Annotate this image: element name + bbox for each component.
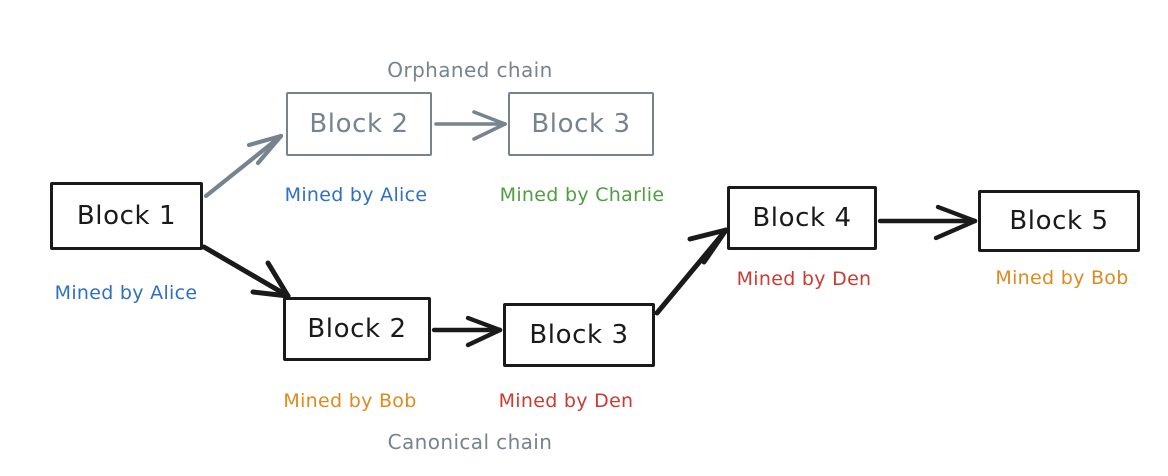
arrow-canonical-block2-to-block3	[431, 315, 503, 348]
arrow-block1-to-canonical-block2	[201, 244, 291, 299]
block-node-canonical-block-3[interactable]: Block 3	[503, 303, 655, 367]
canonical-chain-label: Canonical chain	[387, 430, 553, 454]
block-label: Block 3	[529, 320, 629, 350]
miner-label-block-1: Mined by Alice	[54, 282, 198, 304]
block-node-canonical-block-5[interactable]: Block 5	[978, 190, 1140, 252]
block-label: Block 5	[1009, 206, 1109, 236]
block-node-orphan-block-2[interactable]: Block 2	[286, 92, 432, 156]
block-node-canonical-block-4[interactable]: Block 4	[727, 186, 877, 250]
block-node-orphan-block-3[interactable]: Block 3	[508, 92, 654, 156]
block-label: Block 2	[309, 109, 409, 139]
block-label: Block 3	[531, 109, 631, 139]
block-label: Block 4	[752, 203, 852, 233]
block-label: Block 1	[76, 201, 177, 231]
orphaned-chain-label: Orphaned chain	[387, 58, 553, 82]
miner-label-orphan-block-2: Mined by Alice	[284, 184, 428, 206]
arrow-orphan-block2-to-orphan-block3	[434, 110, 507, 141]
arrow-block1-to-orphan-block2	[203, 133, 284, 199]
block-node-canonical-block-2[interactable]: Block 2	[283, 297, 431, 361]
arrow-canonical-block3-to-block4	[654, 227, 729, 316]
block-node-block-1[interactable]: Block 1	[50, 182, 203, 250]
miner-label-canonical-block-3: Mined by Den	[498, 390, 634, 412]
miner-label-orphan-block-3: Mined by Charlie	[499, 184, 665, 206]
miner-label-canonical-block-5: Mined by Bob	[995, 267, 1129, 289]
miner-label-canonical-block-4: Mined by Den	[736, 268, 872, 290]
arrow-canonical-block4-to-block5	[877, 204, 978, 241]
block-label: Block 2	[307, 314, 407, 344]
miner-label-canonical-block-2: Mined by Bob	[283, 390, 417, 412]
